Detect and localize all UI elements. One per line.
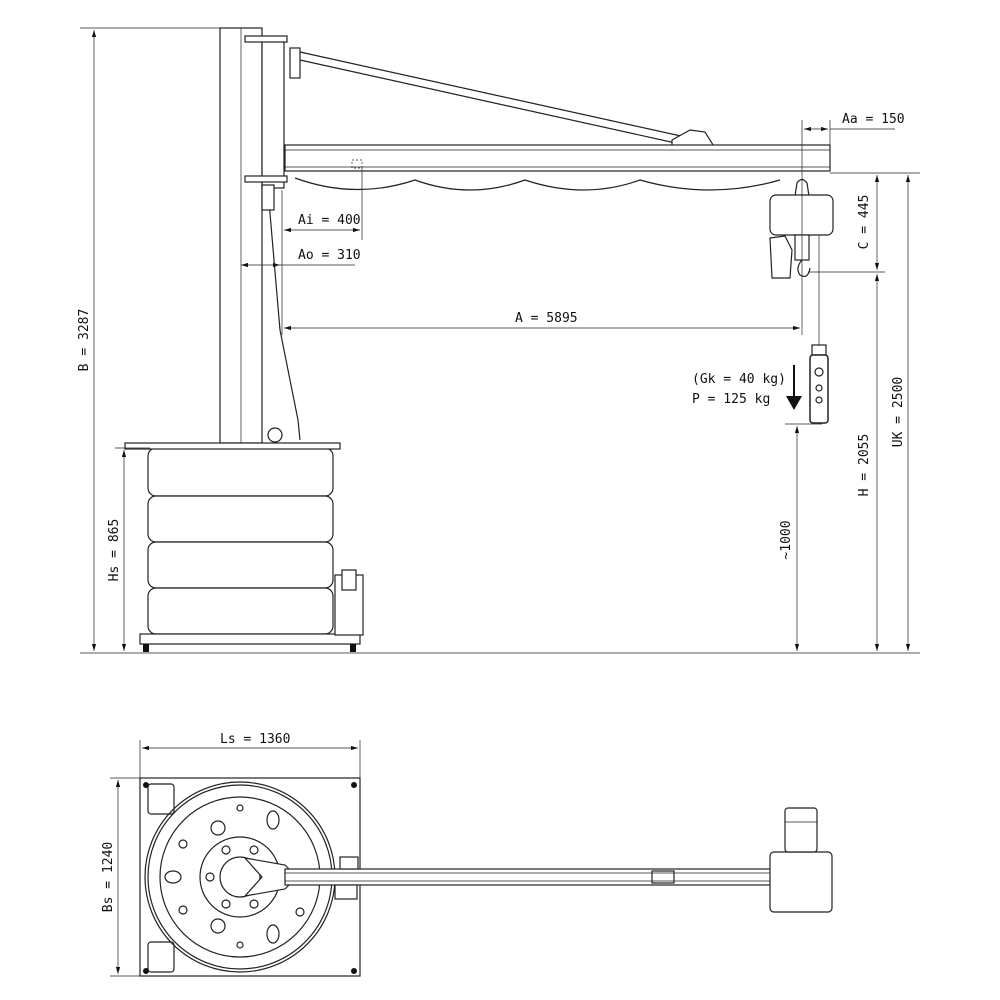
boom-top — [284, 868, 776, 886]
dim-c: C = 445 — [857, 195, 872, 250]
load-gk: (Gk = 40 kg) — [692, 372, 786, 387]
dim-ai: Ai = 400 — [298, 213, 361, 228]
dim-aa: Aa = 150 — [842, 112, 905, 127]
top-view: Ls = 1360 Bs = 1240 — [101, 732, 833, 977]
dim-b: B = 3287 — [77, 309, 92, 372]
load-p: P = 125 kg — [692, 392, 770, 407]
tie-rod — [299, 51, 691, 139]
dim-ao: Ao = 310 — [298, 248, 361, 263]
control-cable — [267, 189, 301, 441]
dim-h: H = 2055 — [857, 434, 872, 497]
dim-uk: UK = 2500 — [891, 377, 906, 447]
side-view: B = 3287 Hs = 865 Ai = 400 Ao = 310 A = … — [77, 27, 920, 654]
dim-approx: ~1000 — [779, 520, 794, 559]
dim-a: A = 5895 — [515, 311, 578, 326]
pendant-control — [809, 354, 829, 424]
dim-ls: Ls = 1360 — [220, 732, 290, 747]
dim-hs: Hs = 865 — [107, 519, 122, 582]
ballast-base — [124, 427, 364, 652]
load-arrow-icon — [786, 396, 802, 410]
dim-bs: Bs = 1240 — [101, 842, 116, 912]
hoist-top — [769, 851, 833, 913]
festoon-cable — [294, 177, 781, 191]
pivot-sleeve — [261, 37, 285, 189]
